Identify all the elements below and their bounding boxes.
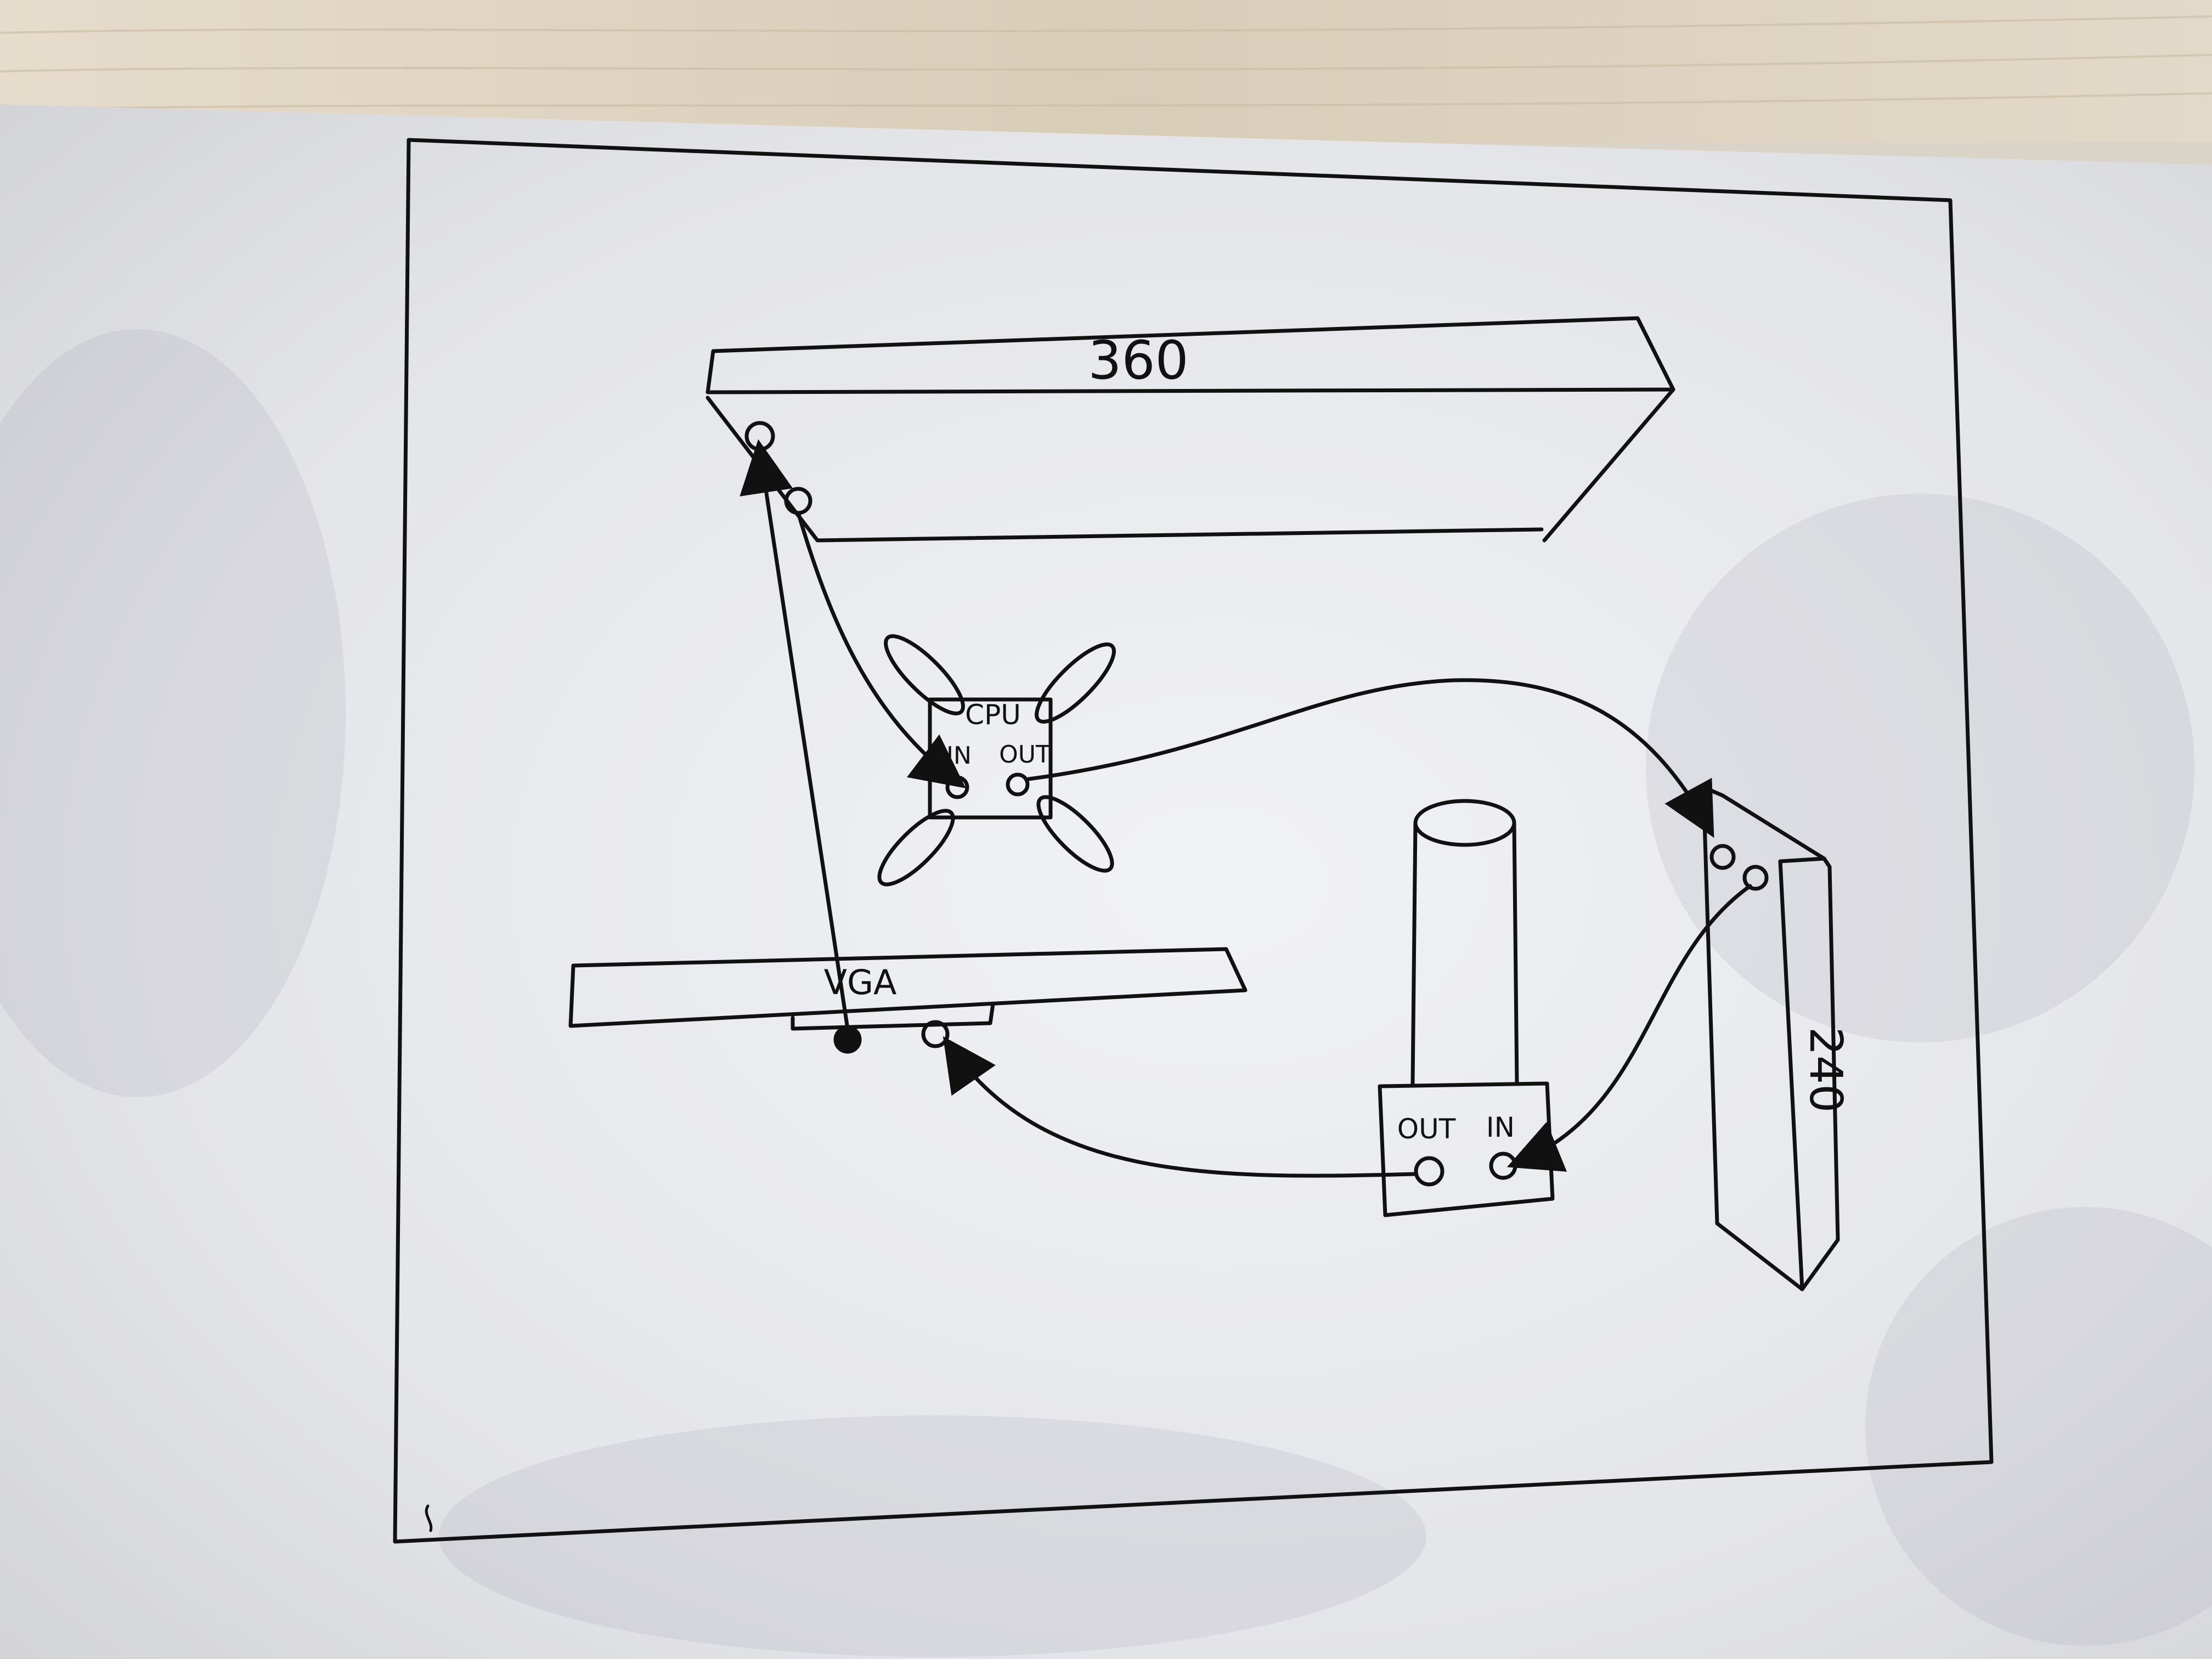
- radiator-top-label: 360: [1088, 330, 1188, 391]
- tube-cpu-to-side-rad: [1026, 678, 1714, 838]
- gpu-label: VGA: [824, 962, 897, 1002]
- case-outline: [393, 138, 1994, 1544]
- corner-scribble: [425, 1504, 433, 1532]
- shadow-patches: [0, 329, 2212, 1657]
- cpu-out-port: [1006, 772, 1030, 797]
- pump-out-port: [1414, 1156, 1444, 1187]
- tube-gpu-to-rad: [740, 439, 850, 1031]
- cpu-in-label: IN: [946, 742, 972, 770]
- tube-side-rad-to-pump: [1506, 884, 1752, 1172]
- radiator-side-port-1: [1709, 844, 1736, 870]
- tube-pump-to-gpu: [943, 1036, 1418, 1178]
- pump-out-label: OUT: [1397, 1113, 1456, 1145]
- radiator-side-port-2: [1742, 865, 1769, 891]
- desk-grain: [0, 15, 2212, 111]
- gpu-card: [568, 947, 1248, 1031]
- pump-in-label: IN: [1486, 1111, 1515, 1143]
- radiator-side-label: 240: [1799, 1027, 1852, 1113]
- paper-sheet: [0, 104, 2212, 1659]
- gpu-port-right: [921, 1020, 950, 1048]
- cpu-out-label: OUT: [999, 741, 1051, 769]
- gpu-port-left: [833, 1025, 862, 1054]
- cpu-label: CPU: [965, 699, 1021, 731]
- pump-reservoir: [1378, 799, 1555, 1217]
- tube-rad-to-cpu: [796, 511, 966, 788]
